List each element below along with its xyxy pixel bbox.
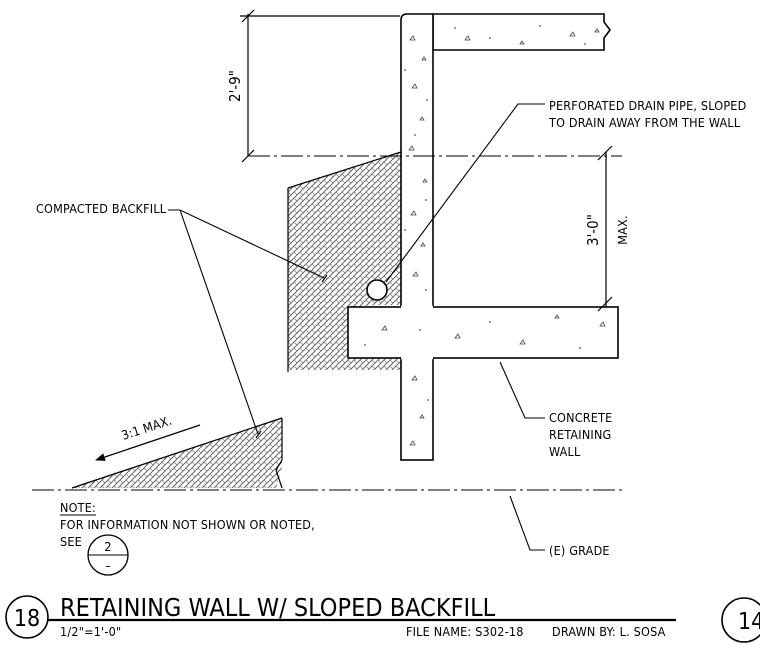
slope-arrow xyxy=(95,424,201,461)
retaining-wall-key xyxy=(400,357,434,461)
drain-pipe-label-1: PERFORATED DRAIN PIPE, SLOPED xyxy=(549,98,746,113)
top-slab xyxy=(432,13,611,51)
slope-label: 3:1 MAX. xyxy=(120,413,174,443)
concrete-aggregate-marks xyxy=(381,28,606,446)
note-line-2: SEE xyxy=(60,534,82,549)
grade-label: (E) GRADE xyxy=(549,543,610,558)
retaining-wall-stem xyxy=(400,13,434,308)
concrete-label-2: RETAINING xyxy=(549,427,611,442)
next-detail-number: 14 xyxy=(738,609,760,635)
compacted-backfill-label: COMPACTED BACKFILL xyxy=(36,201,167,216)
file-name-label: FILE NAME: S302-18 xyxy=(406,624,524,639)
dim-right-max: MAX. xyxy=(615,215,630,244)
dimension-top xyxy=(240,9,400,163)
drain-pipe-label-2: TO DRAIN AWAY FROM THE WALL xyxy=(548,115,741,130)
leader-ticks xyxy=(255,274,328,439)
dimension-right xyxy=(597,145,613,312)
concrete-aggregate-dots xyxy=(364,25,586,401)
ref-top: 2 xyxy=(104,539,111,554)
concrete-label-3: WALL xyxy=(549,444,581,459)
concrete-label-1: CONCRETE xyxy=(549,410,612,425)
slope-line xyxy=(71,417,283,489)
detail-number: 18 xyxy=(14,606,40,632)
detail-number-bubble xyxy=(5,595,49,639)
note-heading: NOTE: xyxy=(60,500,96,515)
ref-bottom: – xyxy=(105,558,111,573)
drain-pipe xyxy=(366,279,388,301)
compacted-backfill-upper xyxy=(288,152,401,370)
scale-label: 1/2"=1'-0" xyxy=(60,624,121,639)
drawn-by-label: DRAWN BY: L. SOSA xyxy=(552,624,666,639)
dim-top-label: 2'-9" xyxy=(226,70,244,102)
retaining-wall-footing xyxy=(347,306,619,359)
next-detail-bubble xyxy=(721,597,760,643)
detail-title: RETAINING WALL W/ SLOPED BACKFILL xyxy=(60,593,496,622)
dim-right-label: 3'-0" xyxy=(584,214,602,246)
note-line-1: FOR INFORMATION NOT SHOWN OR NOTED, xyxy=(60,517,315,532)
backfill-break-line-lower xyxy=(275,418,283,489)
backfill-top-line xyxy=(287,151,402,189)
leader-lines xyxy=(168,103,545,551)
